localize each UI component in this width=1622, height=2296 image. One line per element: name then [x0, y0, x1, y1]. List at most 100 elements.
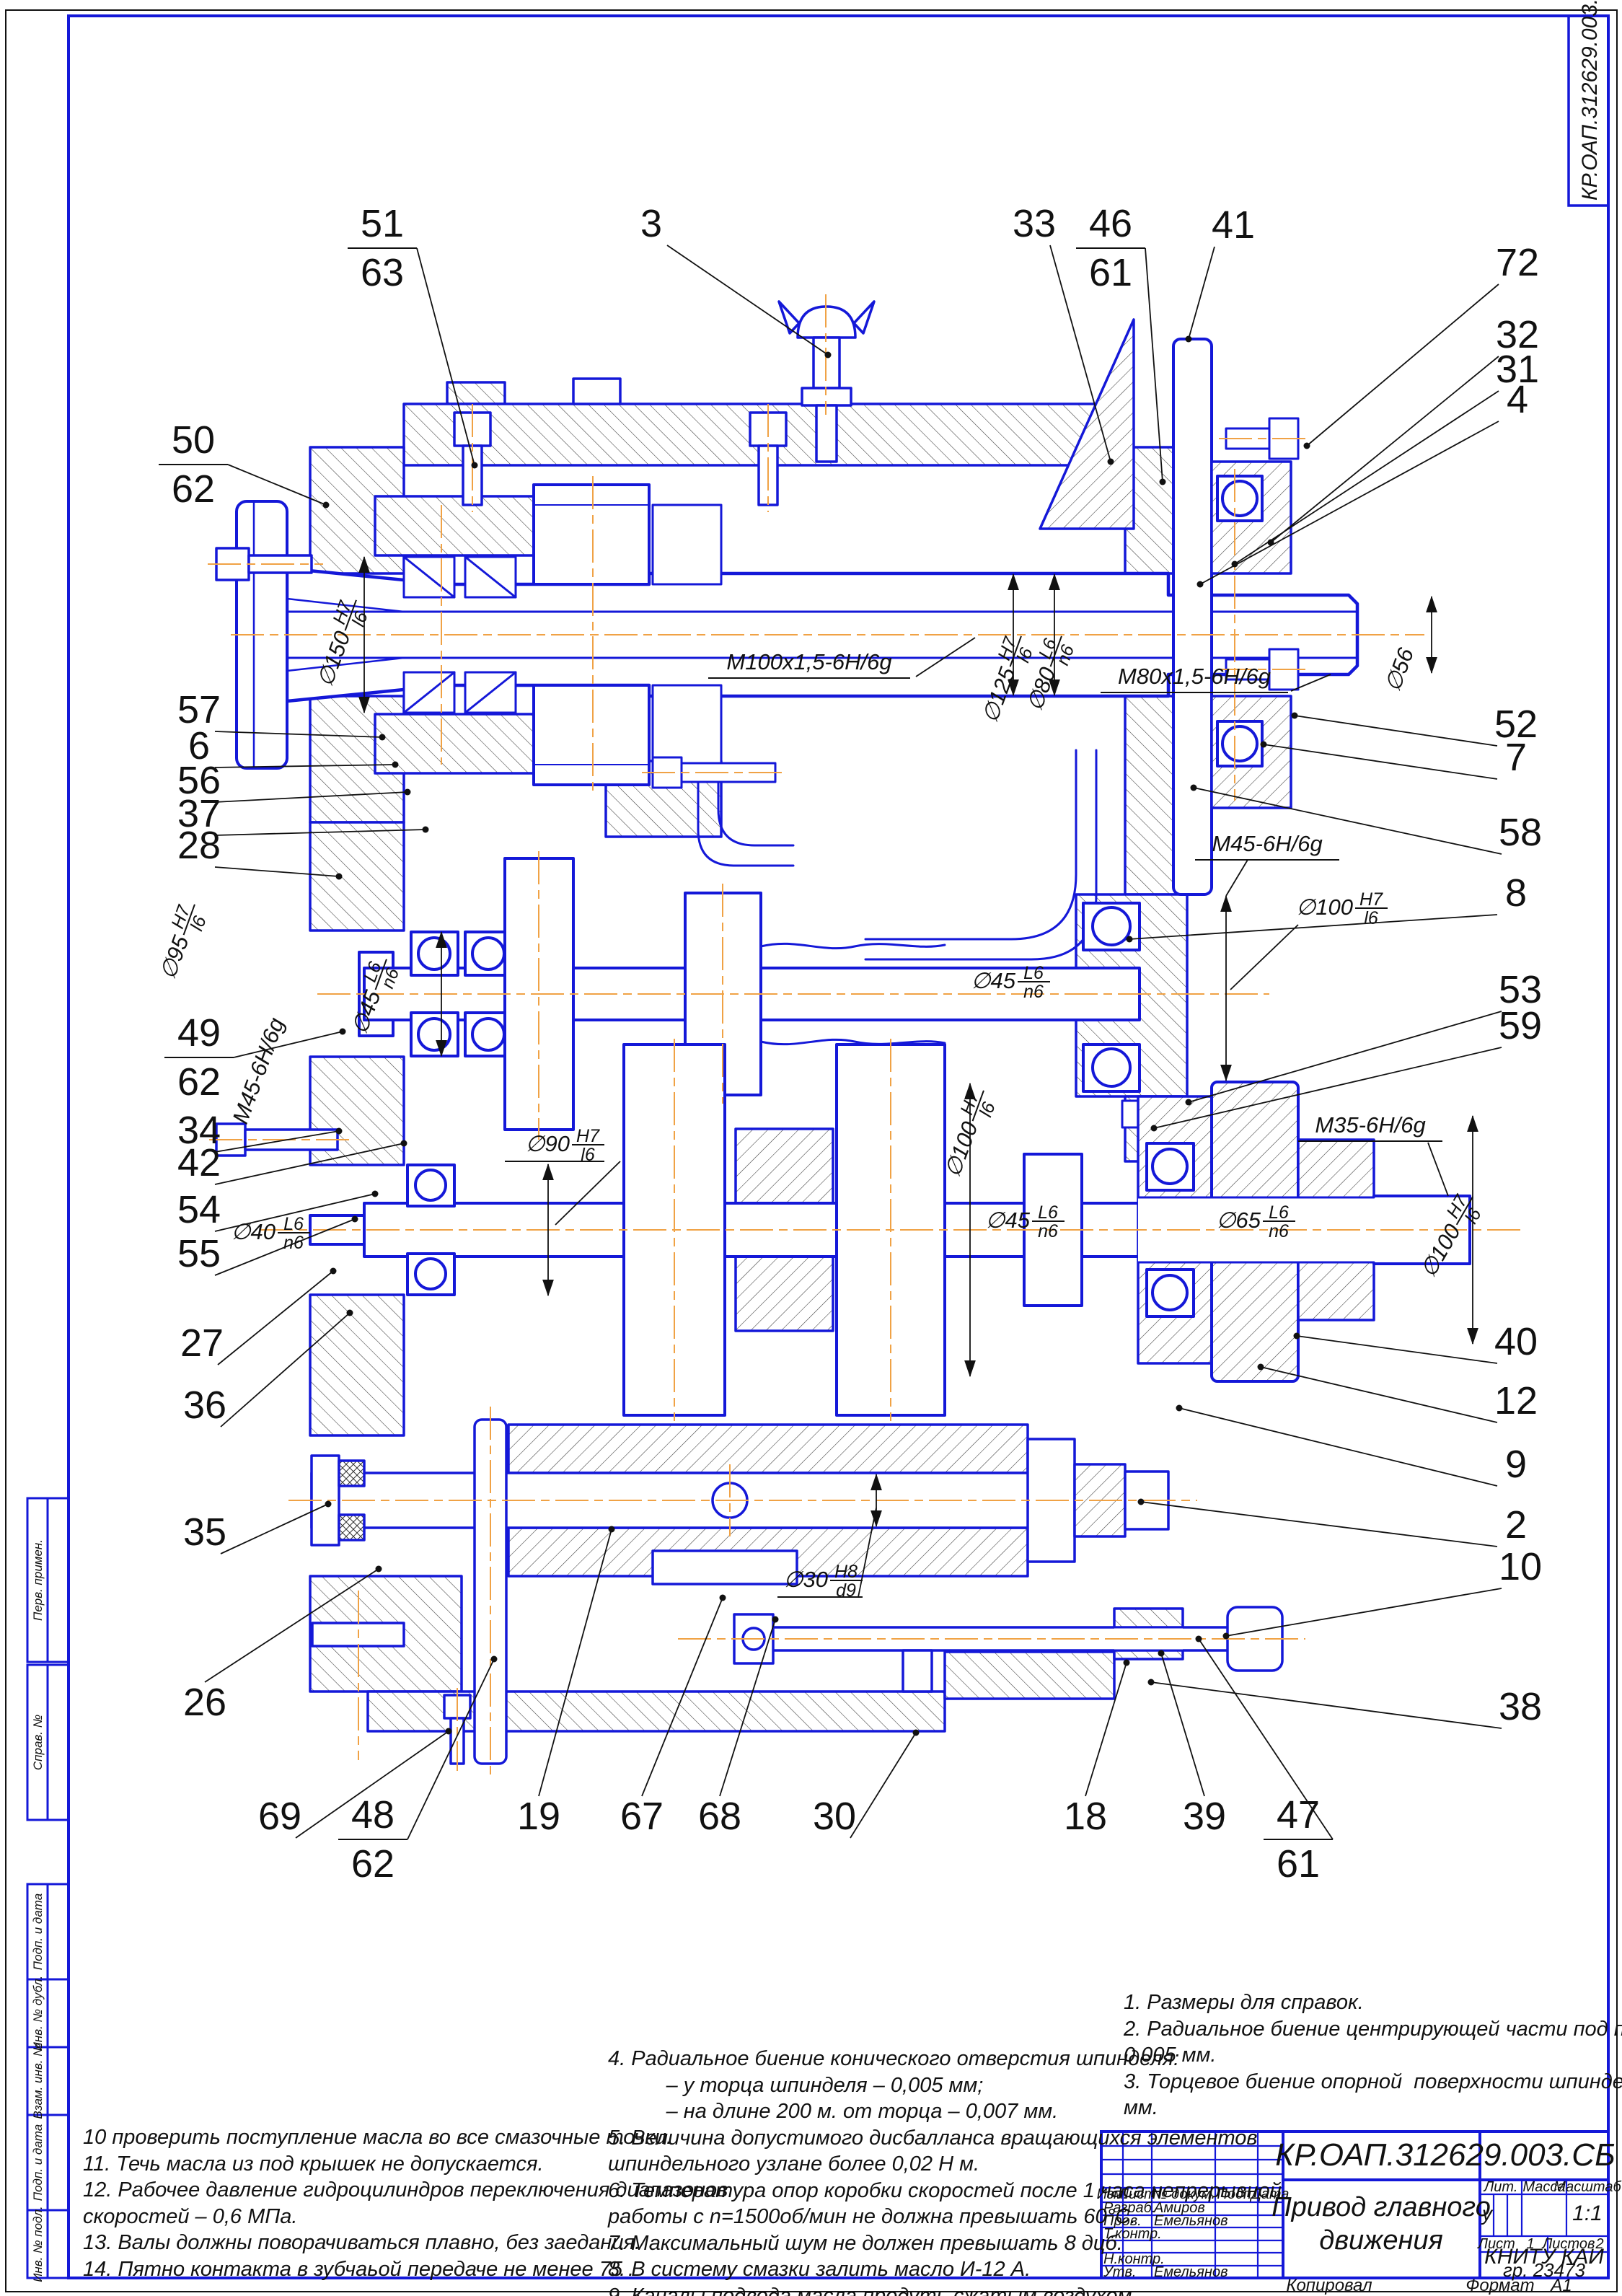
callout-6: 6 — [188, 724, 399, 768]
dim-M80x1,5-6H/6g: M80x1,5-6H/6g — [1101, 664, 1288, 693]
svg-text:L6: L6 — [283, 1214, 304, 1234]
svg-text:9: 9 — [1505, 1443, 1527, 1486]
svg-text:10: 10 — [1499, 1545, 1542, 1588]
tb-masshtab-label: Масштаб — [1553, 2179, 1621, 2195]
tb-title-2: движения — [1319, 2225, 1443, 2256]
svg-text:57: 57 — [177, 688, 221, 731]
svg-text:18: 18 — [1064, 1795, 1107, 1838]
svg-text:12: 12 — [1494, 1379, 1538, 1422]
svg-text:48: 48 — [351, 1793, 395, 1837]
svg-text:l6: l6 — [581, 1145, 595, 1165]
callout-40: 40 — [1293, 1320, 1538, 1364]
tb-title-1: Привод главного — [1271, 2192, 1491, 2222]
svg-text:∅40: ∅40 — [232, 1219, 276, 1244]
svg-text:l6: l6 — [187, 913, 211, 933]
svg-text:49: 49 — [177, 1011, 221, 1055]
svg-text:62: 62 — [177, 1060, 221, 1104]
tb-data: Дата — [1250, 2186, 1290, 2202]
svg-text:∅90: ∅90 — [526, 1131, 570, 1156]
callout-42: 42 — [177, 1140, 407, 1185]
svg-text:L6: L6 — [1038, 1202, 1058, 1223]
svg-text:56: 56 — [177, 759, 221, 802]
svg-text:34: 34 — [177, 1109, 221, 1152]
callout-7: 7 — [1260, 736, 1527, 780]
tb-format: Формат — [1465, 2276, 1534, 2295]
tb-razrab-name: Амиров — [1153, 2200, 1205, 2216]
svg-text:61: 61 — [1277, 1842, 1320, 1886]
svg-text:37: 37 — [177, 792, 221, 835]
callout-2: 2 — [1137, 1498, 1527, 1547]
callout-26: 26 — [183, 1565, 382, 1724]
svg-text:n6: n6 — [1023, 982, 1044, 1002]
svg-text:H7: H7 — [576, 1126, 600, 1146]
tb-prov-name: Емельянов — [1154, 2213, 1228, 2229]
svg-text:50: 50 — [172, 418, 215, 462]
svg-text:n6: n6 — [283, 1233, 304, 1253]
svg-text:8: 8 — [1505, 871, 1527, 915]
svg-text:46: 46 — [1089, 202, 1132, 245]
svg-text:62: 62 — [351, 1842, 395, 1886]
svg-text:55: 55 — [177, 1232, 221, 1275]
tb-utv: Утв. — [1103, 2264, 1136, 2280]
tb-sheet-value: 1 — [1526, 2236, 1534, 2252]
svg-text:n6: n6 — [1269, 1221, 1289, 1241]
callout-57: 57 — [177, 688, 386, 741]
left-stamp-label: Подп. и дата — [31, 1893, 45, 1970]
svg-text:51: 51 — [361, 202, 404, 245]
svg-text:∅45: ∅45 — [971, 968, 1016, 993]
callout-38: 38 — [1147, 1679, 1542, 1729]
callout-3: 3 — [640, 202, 832, 359]
tb-list-label: Лист — [1476, 2236, 1515, 2252]
dim-M45-6H/6g: M45-6H/6g — [1195, 831, 1339, 861]
tb-kopiroval: Копировал — [1286, 2276, 1372, 2295]
svg-text:∅65: ∅65 — [1217, 1208, 1261, 1233]
dim-M45-6H/6g: M45-6H/6g — [227, 1014, 288, 1127]
svg-text:53: 53 — [1499, 968, 1542, 1011]
callout-53: 53 — [1185, 968, 1542, 1106]
tb-org-2: гр. 23473 — [1503, 2259, 1586, 2281]
callout-67: 67 — [620, 1594, 726, 1838]
tb-massa-label: Масса — [1522, 2179, 1565, 2195]
page-frame — [5, 9, 1618, 2292]
svg-text:2: 2 — [1505, 1503, 1527, 1547]
svg-text:58: 58 — [1499, 811, 1542, 854]
left-stamp-label: Инв. № подл. — [31, 2206, 45, 2282]
notes-left: 10 проверить поступление масла во все см… — [83, 2126, 728, 2281]
tb-lit-label: Лит. — [1483, 2179, 1518, 2195]
tb-nkontr: Н.контр. — [1103, 2251, 1165, 2267]
callout-35: 35 — [183, 1500, 332, 1554]
callout-34: 34 — [177, 1109, 343, 1153]
callout-72: 72 — [1303, 241, 1539, 449]
svg-text:41: 41 — [1212, 203, 1255, 247]
callout-32: 32 — [1267, 313, 1539, 546]
svg-text:∅56: ∅56 — [1380, 644, 1419, 695]
svg-text:H8: H8 — [834, 1562, 858, 1582]
notes-right: 1. Размеры для справок. 2. Радиальное би… — [1124, 1991, 1622, 2119]
svg-text:∅100: ∅100 — [1296, 894, 1353, 920]
svg-text:54: 54 — [177, 1188, 221, 1231]
left-stamp-label: Инв. № дубл. — [31, 1976, 45, 2051]
tb-listov-label: Листов — [1541, 2236, 1595, 2252]
svg-text:l6: l6 — [1364, 908, 1378, 928]
dim-M35-6H/6g: M35-6H/6g — [1298, 1112, 1442, 1142]
tb-utv-name: Емельянов — [1154, 2264, 1228, 2280]
corner-doc-number: КР.ОАП.312629.003.СБ — [1578, 0, 1602, 201]
callout-8: 8 — [1126, 871, 1527, 943]
svg-text:62: 62 — [172, 467, 215, 511]
svg-text:36: 36 — [183, 1384, 226, 1427]
tb-podp: Подп. — [1217, 2186, 1255, 2202]
callout-41: 41 — [1185, 203, 1255, 343]
svg-text:27: 27 — [180, 1321, 224, 1365]
svg-text:35: 35 — [183, 1510, 226, 1554]
